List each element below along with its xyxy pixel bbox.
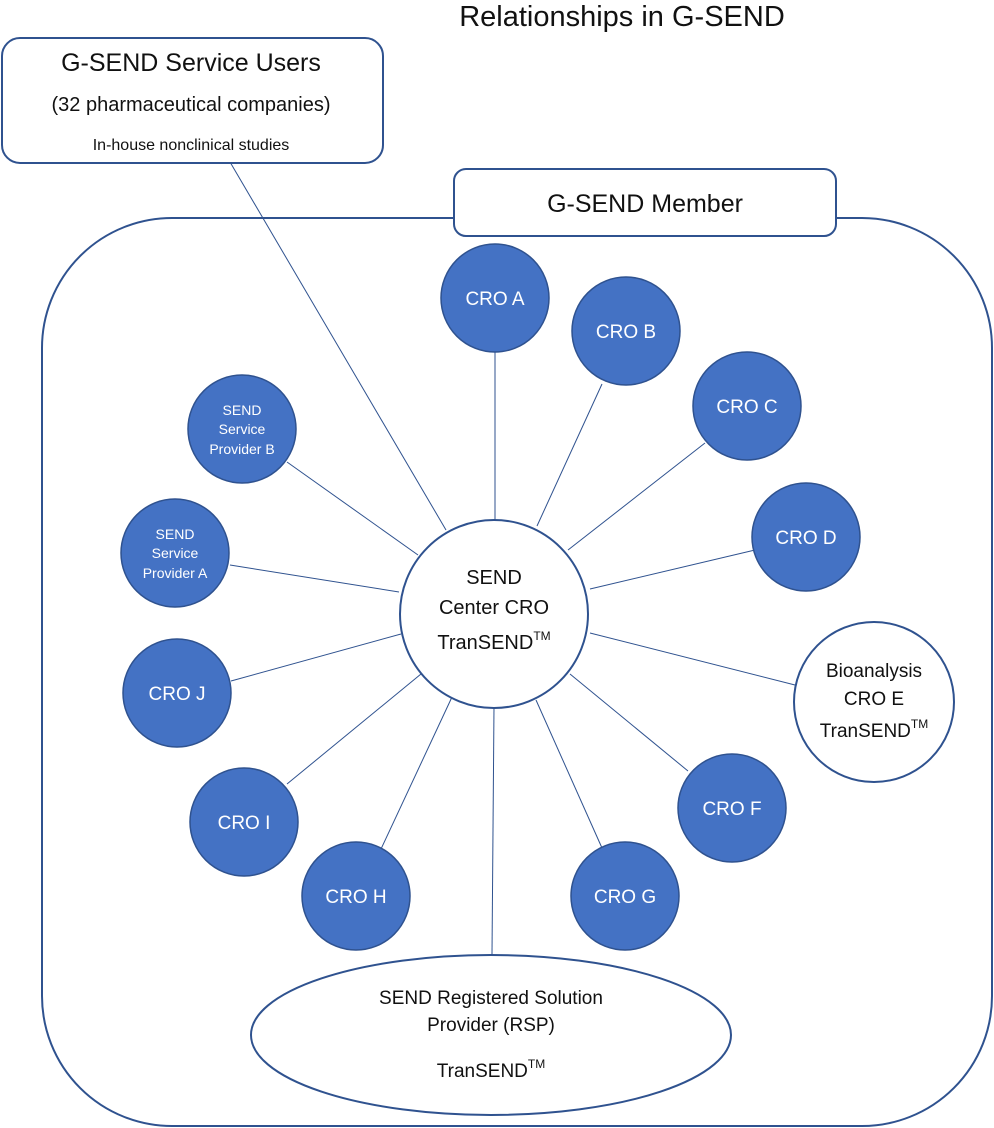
- provider-a-line2: Service: [152, 545, 199, 561]
- satellite-cro-h: CRO H: [301, 841, 411, 951]
- rsp-transend: TranSEND: [437, 1061, 528, 1082]
- center-transend: TranSEND: [437, 632, 533, 654]
- cro-b-label: CRO B: [596, 322, 656, 343]
- satellite-cro-a: CRO A: [440, 243, 550, 353]
- center-node: SEND Center CRO TranSENDTM: [399, 519, 589, 709]
- connector-provider-a: [229, 564, 400, 593]
- satellite-provider-a: SEND Service Provider A: [120, 498, 230, 608]
- provider-a-line3: Provider A: [143, 565, 208, 581]
- center-line1: SEND: [466, 567, 522, 589]
- satellite-provider-b: SEND Service Provider B: [187, 374, 297, 484]
- rsp-line3: TranSENDTM: [437, 1057, 545, 1082]
- satellite-cro-d: CRO D: [751, 482, 861, 592]
- connector-cro-b: [536, 383, 603, 527]
- cro-i-label: CRO I: [218, 813, 271, 834]
- bioanalysis-node: Bioanalysis CRO E TranSENDTM: [793, 621, 955, 783]
- connector-cro-g: [535, 699, 603, 849]
- connector-cro-h: [380, 696, 453, 850]
- bioanalysis-tm-mark: TM: [911, 717, 928, 731]
- service-users-box: G-SEND Service Users (32 pharmaceutical …: [1, 37, 384, 164]
- center-line2: Center CRO: [439, 597, 549, 619]
- cro-d-label: CRO D: [775, 528, 836, 549]
- cro-j-label: CRO J: [149, 684, 206, 705]
- connector-cro-c: [567, 442, 706, 551]
- member-label-box: G-SEND Member: [453, 168, 837, 237]
- rsp-line2: Provider (RSP): [427, 1015, 555, 1036]
- connector-cro-d: [589, 549, 756, 590]
- bioanalysis-transend: TranSEND: [820, 721, 911, 742]
- connector-bioanalysis: [589, 632, 796, 686]
- center-line3: TranSENDTM: [437, 629, 550, 654]
- provider-a-line1: SEND: [156, 526, 195, 542]
- member-label: G-SEND Member: [547, 190, 743, 218]
- center-tm-mark: TM: [533, 629, 550, 643]
- satellite-cro-c: CRO C: [692, 351, 802, 461]
- connector-service-users: [229, 161, 447, 531]
- satellite-cro-g: CRO G: [570, 841, 680, 951]
- diagram-title: Relationships in G-SEND: [459, 1, 785, 33]
- cro-a-label: CRO A: [465, 289, 524, 310]
- satellite-cro-j: CRO J: [122, 638, 232, 748]
- bioanalysis-line1: Bioanalysis: [826, 661, 922, 682]
- cro-h-label: CRO H: [325, 887, 386, 908]
- connector-provider-b: [286, 461, 419, 556]
- rsp-node: SEND Registered Solution Provider (RSP) …: [250, 954, 732, 1116]
- service-users-heading: G-SEND Service Users: [61, 49, 321, 77]
- provider-b-line3: Provider B: [209, 441, 274, 457]
- satellite-cro-f: CRO F: [677, 753, 787, 863]
- provider-b-line1: SEND: [223, 402, 262, 418]
- bioanalysis-line3: TranSENDTM: [820, 717, 928, 742]
- service-users-subheading: (32 pharmaceutical companies): [51, 94, 330, 116]
- connector-cro-f: [569, 673, 689, 772]
- cro-f-label: CRO F: [702, 799, 761, 820]
- cro-c-label: CRO C: [716, 397, 777, 418]
- connector-cro-j: [230, 633, 402, 682]
- rsp-line1: SEND Registered Solution: [379, 988, 603, 1009]
- connectors: [229, 161, 796, 955]
- rsp-tm-mark: TM: [528, 1057, 545, 1071]
- satellite-cro-i: CRO I: [189, 767, 299, 877]
- cro-g-label: CRO G: [594, 887, 656, 908]
- connector-cro-i: [286, 673, 422, 785]
- satellite-cro-b: CRO B: [571, 276, 681, 386]
- service-users-note: In-house nonclinical studies: [93, 137, 290, 154]
- provider-b-line2: Service: [219, 421, 266, 437]
- connector-rsp: [491, 705, 495, 955]
- bioanalysis-line2: CRO E: [844, 689, 904, 710]
